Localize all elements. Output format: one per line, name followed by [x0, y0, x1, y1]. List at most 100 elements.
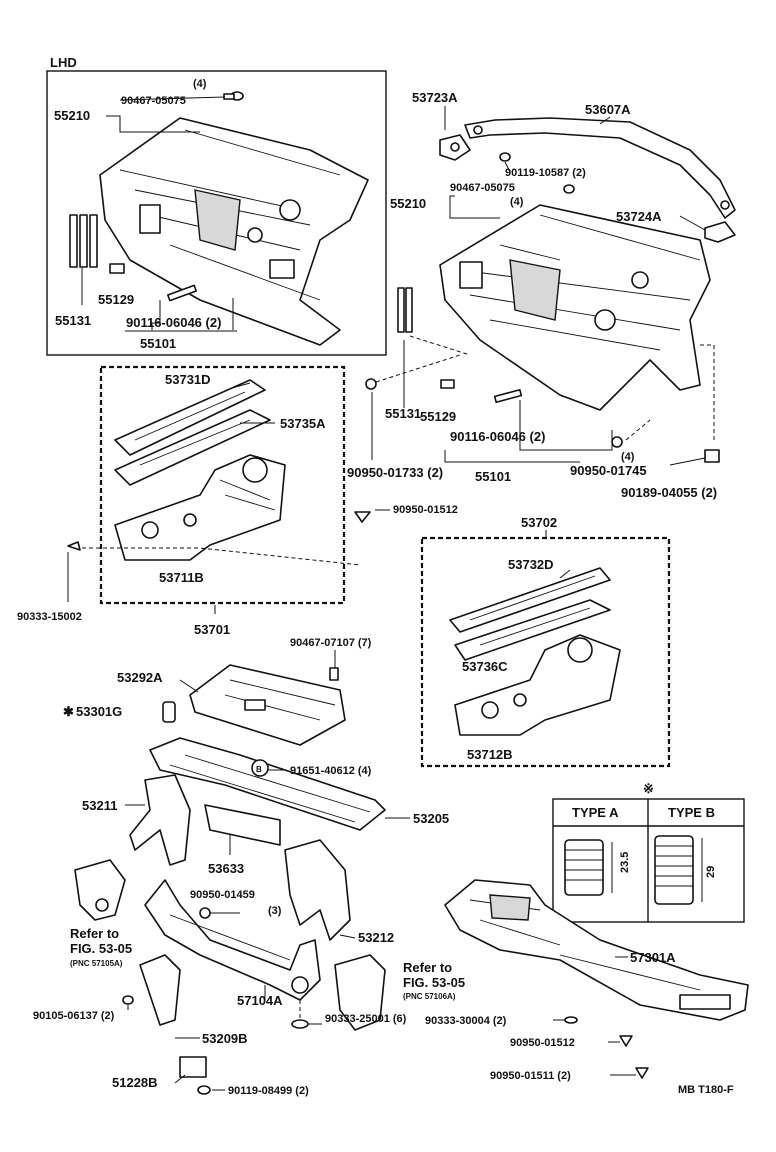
label-53702: 53702 — [521, 515, 557, 530]
member-53732d — [449, 567, 611, 633]
label-53731d: 53731D — [165, 372, 211, 387]
region-label: LHD — [50, 55, 77, 70]
clip-90950-01745 — [611, 436, 623, 448]
label-90467-05075-b: 90467-05075 — [450, 182, 515, 194]
b-marker-text: B — [256, 765, 262, 774]
clip-90950-01459 — [199, 907, 211, 919]
rhd-upper-group: 53723A 53607A 53724A 90119-10587 (2) 904… — [347, 90, 736, 500]
figure-code: MB T180-F — [678, 1084, 734, 1096]
fig-text-2: FIG. 53-05 — [403, 975, 465, 990]
type-legend: ※ TYPE A TYPE B 23.5 29 — [552, 781, 745, 923]
cushion-type-b — [654, 835, 694, 905]
member-57104a — [144, 879, 321, 1001]
bolt-90119-10587 — [499, 152, 511, 162]
label-53701: 53701 — [194, 622, 230, 637]
bolt-90119-08499 — [197, 1085, 211, 1095]
label-90119-08499: 90119-08499 (2) — [228, 1085, 309, 1097]
label-90333-15002: 90333-15002 — [17, 611, 82, 623]
label-53735a: 53735A — [280, 416, 326, 431]
type-b-label: TYPE B — [668, 805, 715, 820]
plug-90333-25001 — [291, 1019, 309, 1029]
dim-type-a: 23.5 — [619, 852, 631, 873]
label-53732d: 53732D — [508, 557, 554, 572]
cover-53292a — [189, 664, 346, 746]
center-group: 53292A 90467-07107 (7) ✱ 53301G 53205 B … — [33, 637, 465, 1097]
label-90105-06137: 90105-06137 (2) — [33, 1010, 115, 1022]
label-53723a: 53723A — [412, 90, 458, 105]
clip-90950-01733 — [365, 378, 377, 390]
label-55129-b: 55129 — [420, 409, 456, 424]
label-55129-a: 55129 — [98, 292, 134, 307]
dash-panel-rhd — [439, 204, 711, 411]
label-55131-a: 55131 — [55, 313, 91, 328]
label-90950-01459: 90950-01459 — [190, 889, 255, 901]
bracket-57106a-ref — [334, 954, 386, 1031]
plug-55129-a — [109, 263, 125, 274]
stud-90116-a — [167, 284, 197, 302]
plug-55129-b — [440, 379, 455, 389]
label-90116-b: 90116-06046 (2) — [450, 429, 545, 444]
pnc-text-1: (PNC 57105A) — [70, 959, 123, 968]
ref-text-2: Refer to — [403, 960, 452, 975]
label-90333-25001: 90333-25001 (6) — [325, 1013, 407, 1025]
bracket-53211 — [129, 774, 191, 866]
cushion-53301g — [162, 701, 176, 723]
b-marker — [251, 759, 269, 777]
label-90950-01511: 90950-01511 (2) — [490, 1070, 571, 1082]
brace-53607a — [464, 117, 736, 219]
label-qty4-a: (4) — [193, 78, 207, 90]
bolt-90105-06137 — [122, 995, 134, 1005]
dim-type-b: 29 — [705, 866, 717, 878]
dashed-box-53701 — [99, 365, 346, 605]
label-90333-30004: 90333-30004 (2) — [425, 1015, 507, 1027]
label-55131-b: 55131 — [385, 406, 421, 421]
label-90950-01733: 90950-01733 (2) — [347, 465, 443, 480]
label-53736c: 53736C — [462, 659, 508, 674]
label-57301a: 57301A — [630, 950, 676, 965]
stud-90116-b — [493, 388, 523, 404]
label-90189-04055: 90189-04055 (2) — [621, 485, 717, 500]
label-star: ✱ — [63, 704, 74, 719]
label-53633: 53633 — [208, 861, 244, 876]
label-57104a: 57104A — [237, 993, 283, 1008]
support-53633 — [204, 804, 281, 846]
group-53702: 53702 53732D 53736C 53712B — [420, 515, 671, 768]
apron-53712b — [454, 634, 621, 736]
member-53736c — [454, 599, 611, 661]
bolt-90467-a — [223, 91, 244, 101]
label-53301g: 53301G — [76, 704, 122, 719]
label-53607a: 53607A — [585, 102, 631, 117]
label-53212: 53212 — [358, 930, 394, 945]
group-57301a: 57301A 90333-30004 (2) 90950-01512 90950… — [425, 879, 749, 1082]
type-mark: ※ — [643, 781, 654, 796]
label-qty4-c: (4) — [621, 451, 635, 463]
label-qty4-b: (4) — [510, 196, 524, 208]
lhd-box — [46, 70, 387, 356]
label-53209b: 53209B — [202, 1031, 248, 1046]
label-90950-01512-b: 90950-01512 — [510, 1037, 575, 1049]
label-90116-a: 90116-06046 (2) — [126, 315, 221, 330]
label-90119-10587: 90119-10587 (2) — [505, 167, 586, 179]
label-55210-b: 55210 — [390, 196, 426, 211]
clip-90950-01512-b — [619, 1035, 633, 1047]
dashed-box-53702 — [420, 536, 671, 768]
support-53205 — [149, 737, 386, 831]
label-51228b: 51228B — [112, 1075, 158, 1090]
label-qty3: (3) — [268, 905, 282, 917]
label-53724a: 53724A — [616, 209, 662, 224]
bolt-90467-b — [563, 184, 575, 194]
label-90950-01745: 90950-01745 — [570, 463, 647, 478]
cushion-type-a — [564, 839, 604, 896]
bracket-53209b — [139, 954, 181, 1026]
label-53712b: 53712B — [467, 747, 513, 762]
label-53711b: 53711B — [159, 570, 204, 585]
bracket-53212 — [284, 839, 351, 941]
group-53701: 53731D 53735A 53711B 90950-01512 90333-1… — [17, 365, 458, 637]
clip-90950-01512-a — [354, 511, 371, 523]
label-55210-a: 55210 — [54, 108, 90, 123]
dash-panel-lhd — [99, 117, 369, 346]
label-53205: 53205 — [413, 811, 449, 826]
clip-90333-15002 — [67, 541, 81, 551]
label-90467-05075-a: 90467-05075 — [121, 95, 186, 107]
